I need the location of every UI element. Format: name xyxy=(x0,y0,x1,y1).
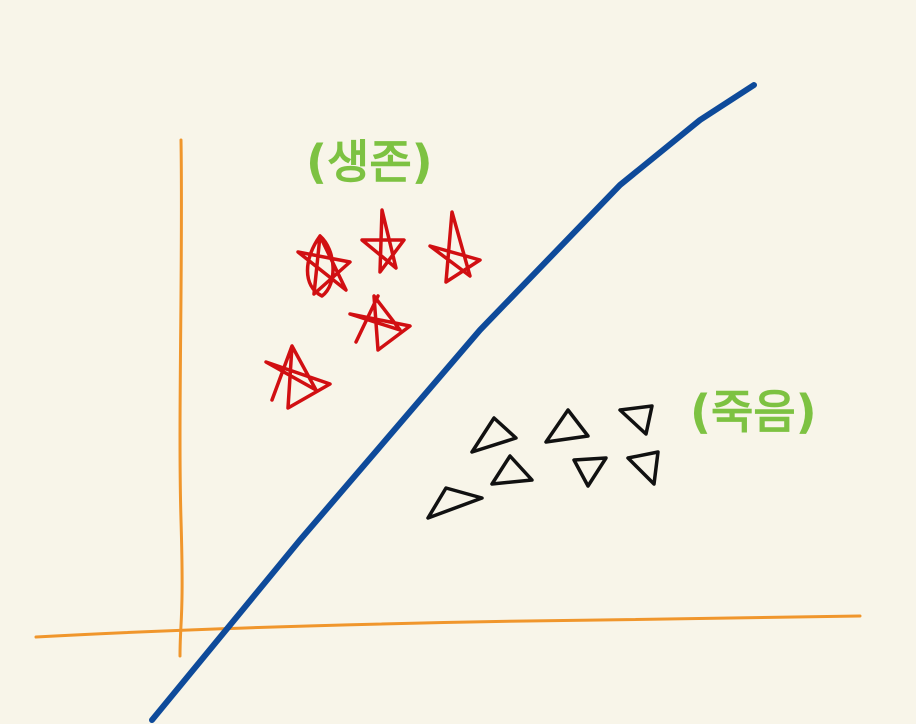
x-axis xyxy=(34,614,862,639)
survive-markers xyxy=(264,208,482,410)
triangle-marker xyxy=(470,416,518,454)
star-marker xyxy=(264,344,332,410)
survive-label: (생존) xyxy=(306,135,433,189)
triangle-marker xyxy=(626,450,660,486)
star-marker xyxy=(296,234,352,298)
triangle-marker xyxy=(490,454,534,486)
star-marker xyxy=(348,294,412,352)
triangle-marker xyxy=(572,456,608,488)
star-marker xyxy=(428,210,482,284)
y-axis xyxy=(178,138,184,658)
triangle-marker xyxy=(544,408,590,444)
decision-boundary-line xyxy=(149,82,757,723)
death-markers xyxy=(426,404,660,520)
death-label: (죽음) xyxy=(690,385,817,439)
star-marker xyxy=(360,208,406,274)
triangle-marker xyxy=(426,486,484,520)
triangle-marker xyxy=(618,404,654,436)
